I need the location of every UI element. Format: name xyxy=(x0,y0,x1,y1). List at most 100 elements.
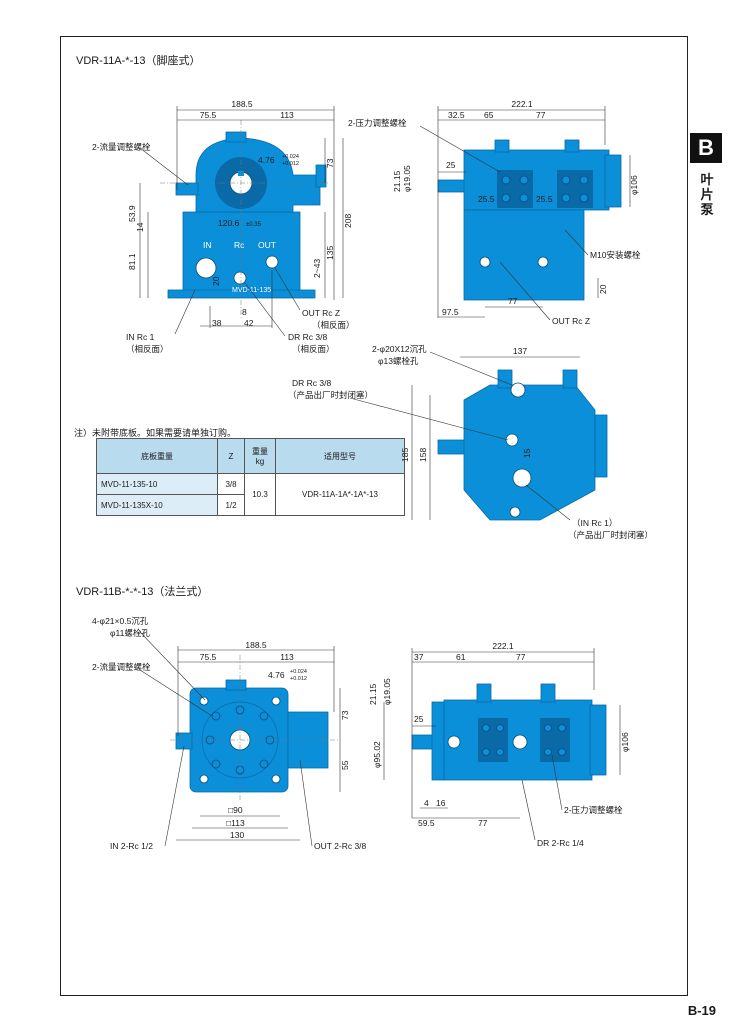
dim-ab-15: 15 xyxy=(522,448,532,458)
dim-bs-95-02: φ95.02 xyxy=(372,741,382,768)
table-note: 注）未附带底板。如果需要请单独订购。 xyxy=(74,428,237,438)
label-in-opposite: （相反面） xyxy=(126,344,169,354)
b-end-cover xyxy=(589,704,607,776)
dim-a-38: 38 xyxy=(212,318,222,328)
dim-a-42: 42 xyxy=(244,318,254,328)
top-boss-2 xyxy=(564,139,580,153)
top-boss-1 xyxy=(494,139,510,153)
shaft-boss xyxy=(175,182,199,196)
b-shaft xyxy=(411,734,435,750)
dim-bf-188-5: 188.5 xyxy=(245,640,267,650)
dim-a-14: 14 xyxy=(135,222,145,232)
section-label: 叶片泵 xyxy=(700,172,714,217)
dim-a-tol-down: +0.012 xyxy=(282,161,299,167)
adjust-boss xyxy=(315,164,327,188)
dim-as-77b: 77 xyxy=(508,296,518,306)
label-out-rcz: OUT Rc Z xyxy=(302,308,340,318)
label-in-rc1-plug: （IN Rc 1） xyxy=(572,518,617,528)
in-port xyxy=(195,257,217,279)
dim-ab-158: 158 xyxy=(418,448,428,462)
label-b-out: OUT 2-Rc 3/8 xyxy=(314,841,367,851)
bottom-shaft xyxy=(437,439,467,455)
dim-bs-77: 77 xyxy=(516,652,526,662)
label-b-dr: DR 2-Rc 1/4 xyxy=(537,838,584,848)
dim-bs-21-15: 21.15 xyxy=(368,683,378,705)
dim-as-21-15: 21.15 xyxy=(392,170,402,192)
dim-bs-106: φ106 xyxy=(620,732,630,752)
flange-top-boss xyxy=(225,679,247,691)
section-b-title: VDR-11B-*-*-13（法兰式） xyxy=(76,586,209,598)
dim-as-106: φ106 xyxy=(629,175,639,195)
dim-a-8: 8 xyxy=(242,307,247,317)
b-top-boss-2 xyxy=(540,683,556,703)
dim-bf-4-76: 4.76 xyxy=(268,670,285,680)
dim-ab-185: 185 xyxy=(400,448,410,462)
label-out-opposite: （相反面） xyxy=(312,320,355,330)
bottom-end xyxy=(594,414,608,478)
dim-as-222-1: 222.1 xyxy=(511,99,533,109)
dim-a-75-5: 75.5 xyxy=(200,110,217,120)
label-flow-adjust-bolt: 2-流量调整螺栓 xyxy=(92,142,151,152)
label-dr-rc38-plug: DR Rc 3/8 xyxy=(292,378,331,388)
dim-a-113: 113 xyxy=(280,110,294,120)
dim-as-20: 20 xyxy=(598,284,608,294)
label-b-flow-adjust: 2-流量调整螺栓 xyxy=(92,662,151,672)
table-header-row: 底板重量 Z 重量 kg 适用型号 xyxy=(96,438,405,474)
top-boss xyxy=(225,131,247,143)
label-b-counterbore: 4-φ21×0.5沉孔 xyxy=(92,616,149,626)
b-plate-2 xyxy=(540,718,570,762)
dim-bs-59-5: 59.5 xyxy=(418,818,435,828)
dim-as-65: 65 xyxy=(484,110,494,120)
label-counterbore: 2-φ20X12沉孔 xyxy=(372,344,427,354)
dim-ab-137: 137 xyxy=(513,346,527,356)
dim-bs-61: 61 xyxy=(456,652,466,662)
b-flange xyxy=(431,701,445,781)
end-cover xyxy=(604,154,622,208)
dim-a-208: 208 xyxy=(343,214,353,228)
drawing-a-side: 222.1 32.5 65 77 25 21.15 φ19.05 25.5 25… xyxy=(348,99,641,326)
dim-bs-37: 37 xyxy=(414,652,424,662)
out-port xyxy=(265,255,279,269)
cell-weight: 10.3 xyxy=(244,473,276,516)
cell-z: 1/2 xyxy=(217,494,245,516)
port-label-in: IN xyxy=(203,240,212,250)
dim-a-2-43: 2~43 xyxy=(312,259,322,278)
dim-a-120-6-tol: ±0.35 xyxy=(246,222,262,228)
drawing-b-front: 188.5 75.5 113 4.76 +0.024 +0.012 73 55 … xyxy=(92,616,367,851)
dim-as-77: 77 xyxy=(536,110,546,120)
dim-as-25: 25 xyxy=(446,160,456,170)
drawing-b-side: 222.1 37 61 77 25 21.15 φ19.05 φ95.02 φ1… xyxy=(368,641,630,848)
drawing-a-front: 188.5 75.5 113 73 208 135 53.9 14 81.1 2… xyxy=(92,99,355,354)
dim-as-25-5-b: 25.5 xyxy=(536,194,553,204)
dim-a-4-76: 4.76 xyxy=(258,155,275,165)
dim-as-19-05: φ19.05 xyxy=(402,165,412,192)
dim-bf-tol-up: +0.024 xyxy=(290,669,307,675)
dim-bs-16: 16 xyxy=(436,798,446,808)
base-foot xyxy=(167,289,316,299)
section-tab[interactable]: B xyxy=(690,133,722,163)
dim-bs-4: 4 xyxy=(424,798,429,808)
label-dr-rc38: DR Rc 3/8 xyxy=(288,332,327,342)
th-z: Z xyxy=(217,438,245,474)
cell-model: MVD-11-135-10 xyxy=(96,473,218,495)
base-plate-marking: MVD-11-135 xyxy=(232,287,271,294)
cell-z: 3/8 xyxy=(217,473,245,495)
dim-a-135: 135 xyxy=(325,246,335,260)
dim-bf-sq90: □90 xyxy=(228,805,243,815)
label-in-rc1: IN Rc 1 xyxy=(126,332,155,342)
label-bolt-hole: φ13螺栓孔 xyxy=(378,356,419,366)
label-b-in: IN 2-Rc 1/2 xyxy=(110,841,153,851)
label-b-pressure-adjust: 2-压力调整螺栓 xyxy=(564,805,623,815)
port-label-rc: Rc xyxy=(234,240,245,250)
dim-bf-113: 113 xyxy=(280,652,294,662)
dim-as-32-5: 32.5 xyxy=(448,110,465,120)
dim-bf-73: 73 xyxy=(340,710,350,720)
section-a-title: VDR-11A-*-13（脚座式） xyxy=(76,55,201,67)
label-out-rcz-side: OUT Rc Z xyxy=(552,316,590,326)
dim-bf-tol-down: +0.012 xyxy=(290,676,307,682)
cell-applicable: VDR-11A-1A*-1A*-13 xyxy=(275,473,405,516)
side-base xyxy=(463,209,585,301)
label-dr-factory-plug: （产品出厂时封闭塞） xyxy=(288,390,373,400)
drawing-a-bottom: 137 185 158 15 2-φ20X12沉孔 φ13螺栓孔 DR Rc 3… xyxy=(288,344,653,540)
